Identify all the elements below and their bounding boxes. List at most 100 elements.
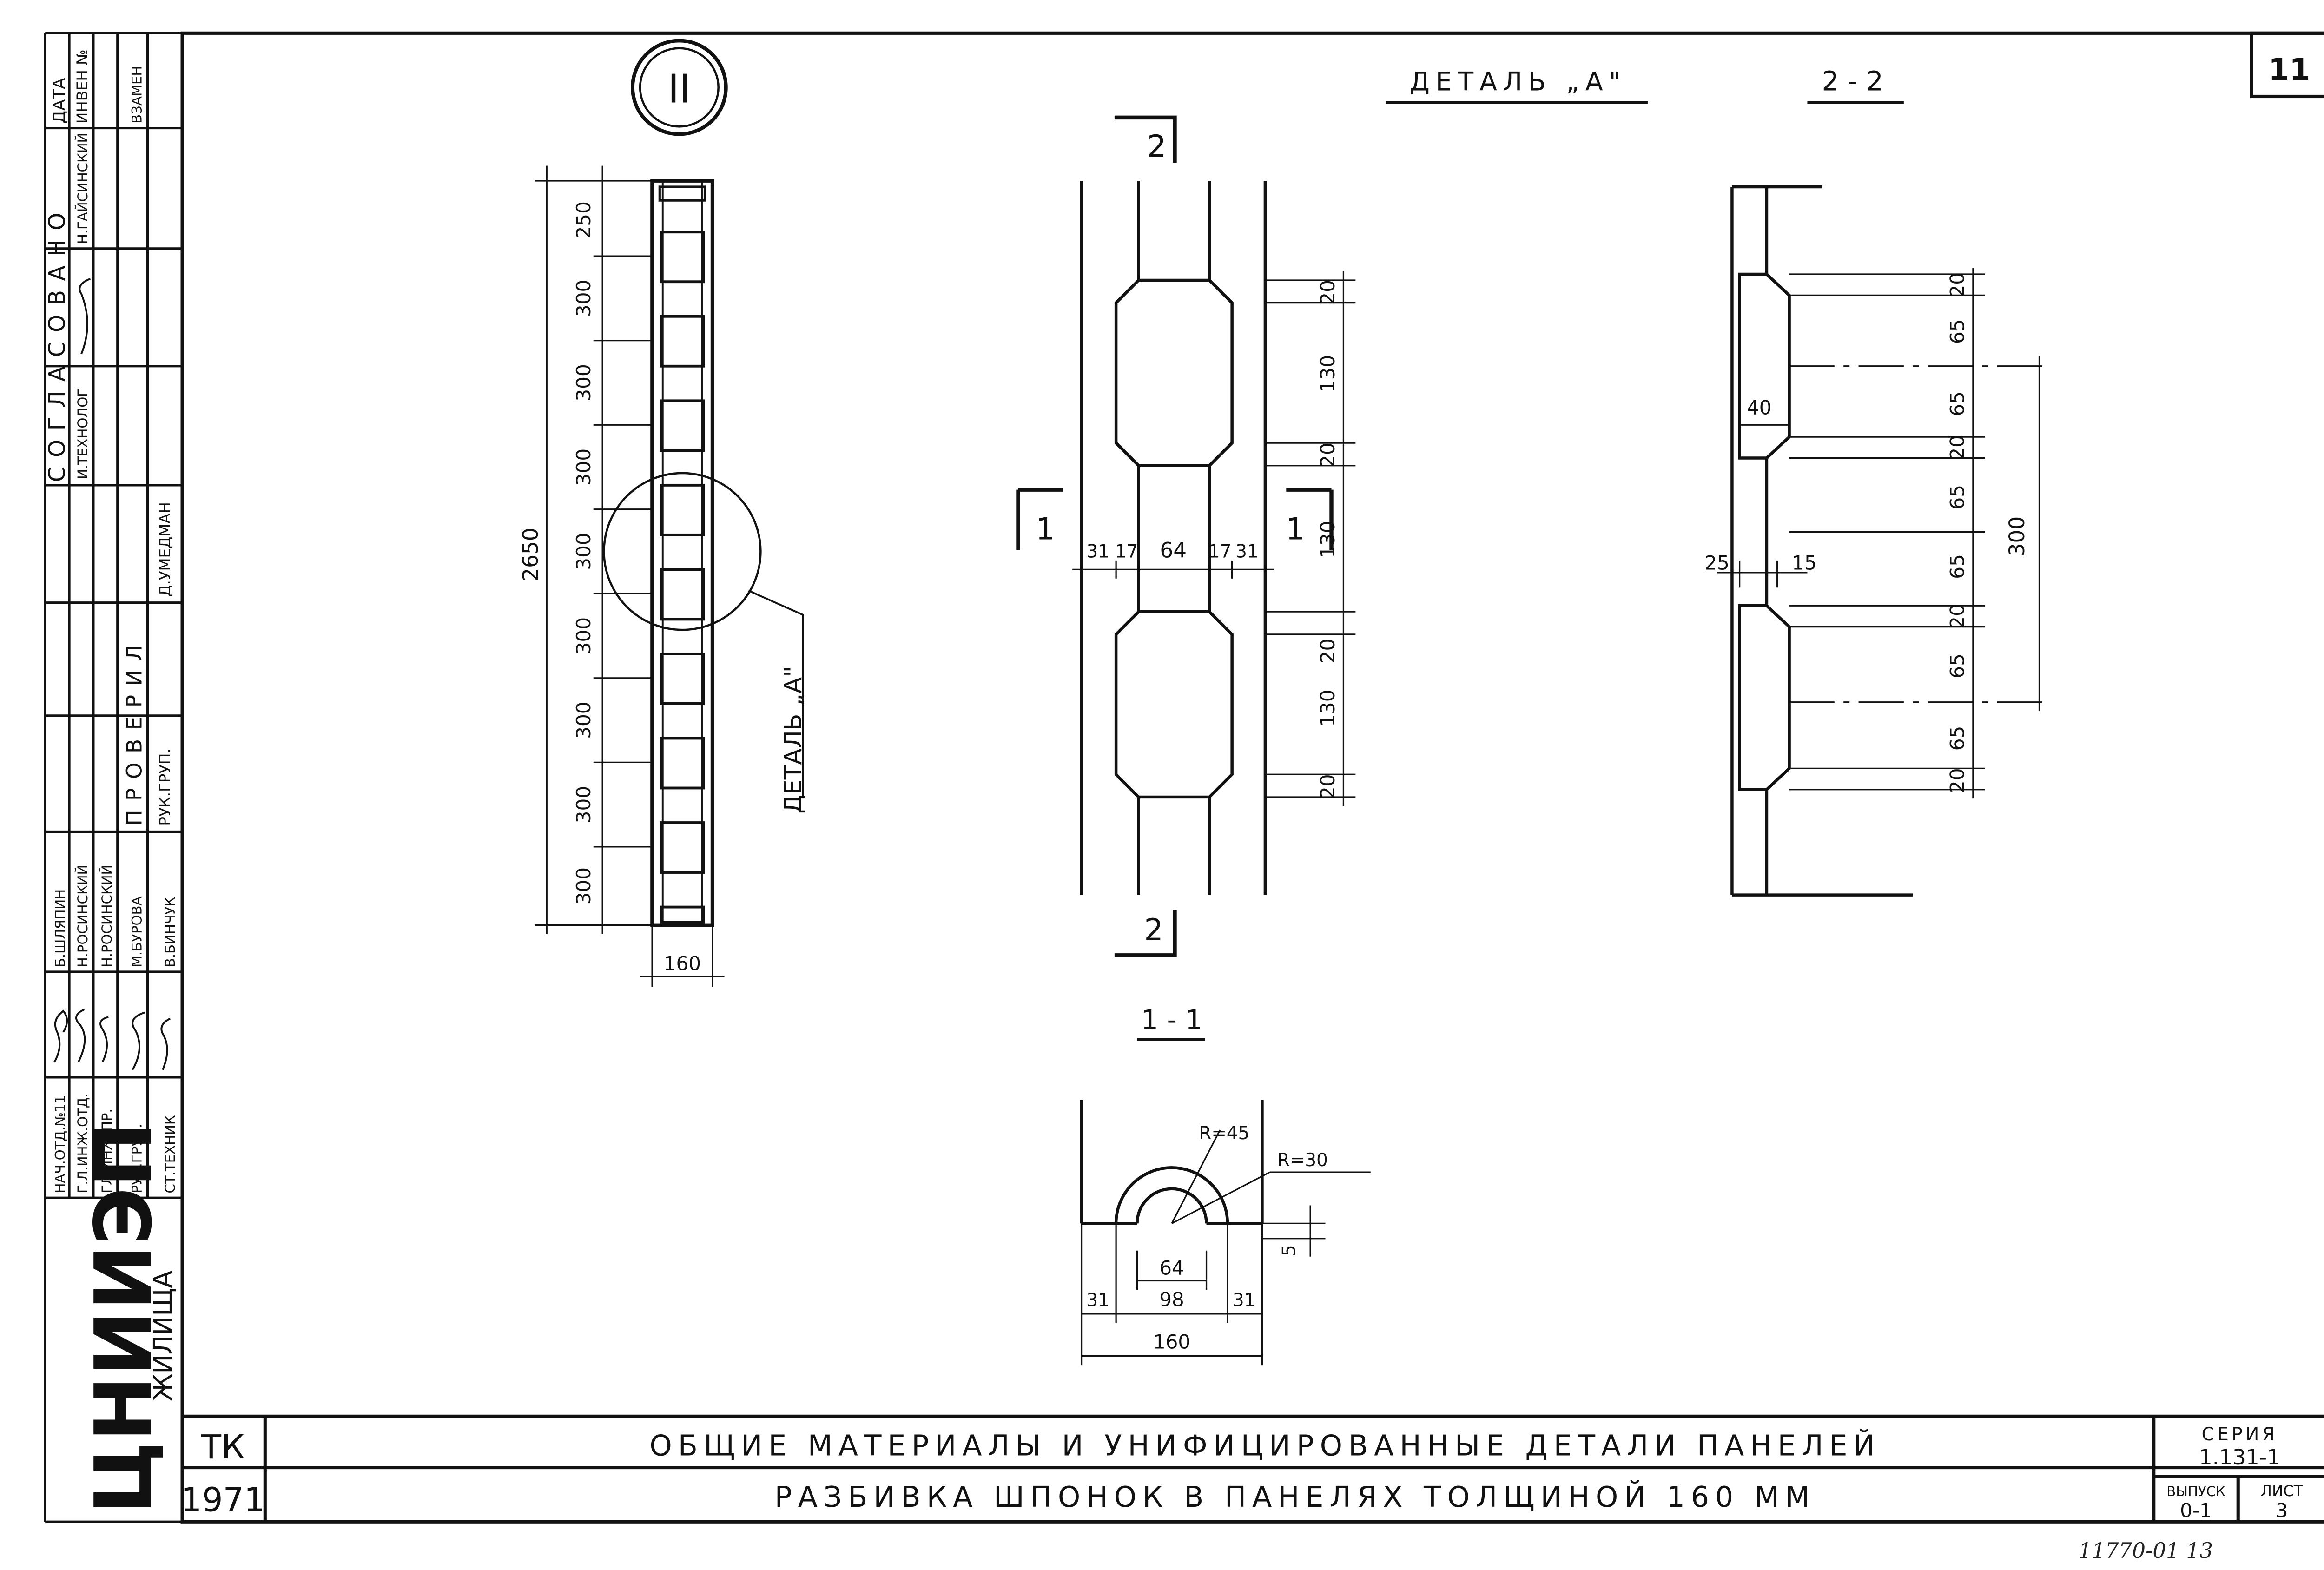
section-1-1-inner: 64: [1159, 1257, 1184, 1280]
stamp-name-4: В.БИНЧУК: [162, 897, 178, 967]
spacing-dim: 250: [572, 201, 595, 238]
spacing-dim: 300: [572, 533, 595, 570]
dim-v: 130: [1316, 355, 1339, 392]
key-block: [660, 737, 705, 790]
section-2-2-title: 2 - 2: [1822, 65, 1883, 97]
view-mark-circle: [631, 39, 728, 136]
chain-dim: 65: [1946, 653, 1968, 679]
dim-v: 130: [1316, 689, 1339, 726]
section-1-1-title: 1 - 1: [1141, 1004, 1202, 1036]
checked-role: РУК.ГРУП.: [156, 748, 174, 825]
section-1-1-view: 1 - 1 R: [1080, 1004, 1371, 1366]
section-1-1-depth: 5: [1279, 1245, 1300, 1256]
series-value: 1.131-1: [2199, 1445, 2280, 1470]
detail-a-title: ДЕТАЛЬ „А": [1410, 66, 1627, 96]
chain-dim: 20: [1946, 604, 1968, 629]
section-mark-1-right: 1: [1286, 512, 1305, 547]
key-block: [660, 821, 705, 874]
key-block: [660, 568, 705, 621]
section-mark-1-left: 1: [1036, 512, 1055, 547]
checked-name: Д.УМЕДМАН: [156, 502, 174, 597]
panel-overall-dim: 2650: [518, 528, 543, 581]
chain-dim: 98: [1159, 1288, 1184, 1311]
panel-key-blocks: [660, 231, 705, 924]
detail-a-dimensions: [1072, 271, 1356, 806]
stamp-name-0: Б.ШЛЯПИН: [52, 889, 68, 967]
stamp-name-1: Н.РОСИНСКИЙ: [75, 865, 91, 968]
sheet-number: 11: [2268, 53, 2310, 87]
agreed-role-1: И.ТЕХНОЛОГ: [75, 389, 91, 479]
sheet-value: 3: [2276, 1499, 2288, 1522]
stamp-role-0: НАЧ.ОТД.№11: [52, 1095, 68, 1193]
agreed-name-1: Н.ГАЙСИНСКИЙ: [75, 133, 91, 244]
chain-dim: 31: [1087, 1290, 1109, 1311]
dim-h: 64: [1160, 538, 1187, 562]
sub-title: РАЗБИВКА ШПОНОК В ПАНЕЛЯХ ТОЛЩИНОЙ 160 М…: [775, 1480, 1816, 1514]
section-2-2-depth: 40: [1747, 396, 1772, 419]
key-block: [660, 483, 705, 536]
footer-note: 11770-01 13: [2079, 1538, 2213, 1563]
stamp-role-2: ГЛ.ИНЖ.ПР.: [99, 1108, 115, 1193]
panel-width-dim: 160: [664, 952, 701, 975]
dim-h: 31: [1235, 541, 1258, 562]
dim-v: 20: [1316, 774, 1339, 799]
key-block: [660, 653, 705, 705]
section-2-2-chain: 20 65 65 20 65 65 20 65 65 20: [1946, 272, 1968, 793]
dim-v: 20: [1316, 639, 1339, 664]
dim-h: 17: [1208, 541, 1231, 562]
date-label: ДАТА: [50, 78, 69, 124]
key-block: [660, 399, 705, 452]
stamp-name-2: Н.РОСИНСКИЙ: [99, 865, 115, 968]
chain-dim: 65: [1946, 554, 1968, 579]
r-inner: R=30: [1277, 1150, 1328, 1171]
chain-dim: 20: [1946, 768, 1968, 793]
chain-dim: 65: [1946, 319, 1968, 344]
issue-value: 0-1: [2180, 1499, 2212, 1522]
panel-dimensions: [535, 165, 725, 987]
spacing-dim: 300: [572, 280, 595, 317]
dim-v: 130: [1316, 521, 1339, 558]
section-2-2-left: 25: [1704, 551, 1730, 574]
section-2-2-right: 15: [1792, 551, 1817, 574]
stamp-texts: СОГЛАСОВАНО ДАТА ИНВЕН № ВЗАМЕН И.ТЕХНОЛ…: [44, 49, 178, 1514]
key-block: [660, 905, 705, 924]
detail-a-horizontal-dims: 31 17 64 17 31: [1087, 538, 1259, 562]
stamp-name-3: М.БУРОВА: [129, 897, 145, 968]
year: 1971: [181, 1481, 265, 1519]
dim-v: 20: [1316, 442, 1339, 468]
section-1-1-outline: [1080, 1100, 1264, 1225]
chain-dim: 20: [1946, 272, 1968, 297]
spacing-dim: 300: [572, 617, 595, 654]
chain-dim: 65: [1946, 485, 1968, 510]
stamp-role-1: Г.Л.ИНЖ.ОТД.: [75, 1093, 91, 1194]
section-2-2-view: 2 - 2: [1704, 65, 2048, 897]
spacing-dim: 300: [572, 364, 595, 401]
dim-v: 20: [1316, 280, 1339, 305]
section-mark-2-bottom: 2: [1144, 913, 1163, 948]
key-block: [660, 231, 705, 284]
issue-label: ВЫПУСК: [2166, 1484, 2225, 1499]
checked-label: ПРОВЕРИЛ: [122, 636, 147, 826]
inv-label: ИНВЕН №: [73, 49, 91, 124]
section-1-1-overall: 160: [1153, 1330, 1190, 1353]
dim-h: 17: [1115, 541, 1138, 562]
org-name: ЖИЛИЩА: [148, 1270, 178, 1401]
chain-dim: 20: [1946, 435, 1968, 460]
section-2-2-overall: 300: [2005, 516, 2029, 557]
main-title: ОБЩИЕ МАТЕРИАЛЫ И УНИФИЦИРОВАННЫЕ ДЕТАЛИ…: [649, 1429, 1881, 1463]
spacing-dim: 300: [572, 867, 595, 904]
side-stamp: [44, 32, 184, 1523]
stamp-role-4: СТ.ТЕХНИК: [162, 1115, 178, 1193]
detail-callout: ДЕТАЛЬ „А": [779, 666, 807, 814]
tk-code: ТК: [201, 1428, 245, 1466]
spacing-dim: 300: [572, 786, 595, 823]
detail-a-vertical-dims: 20 130 20 130 20 130 20: [1316, 280, 1339, 799]
key-block: [660, 315, 705, 368]
series-label: СЕРИЯ: [2202, 1424, 2278, 1445]
section-mark-2-top: 2: [1147, 129, 1166, 164]
detail-circle: [603, 472, 762, 631]
section-2-2-dimensions: [1717, 268, 2048, 799]
org-logo: ЦНИИЭП: [78, 1122, 169, 1514]
panel-outline: [650, 179, 714, 927]
